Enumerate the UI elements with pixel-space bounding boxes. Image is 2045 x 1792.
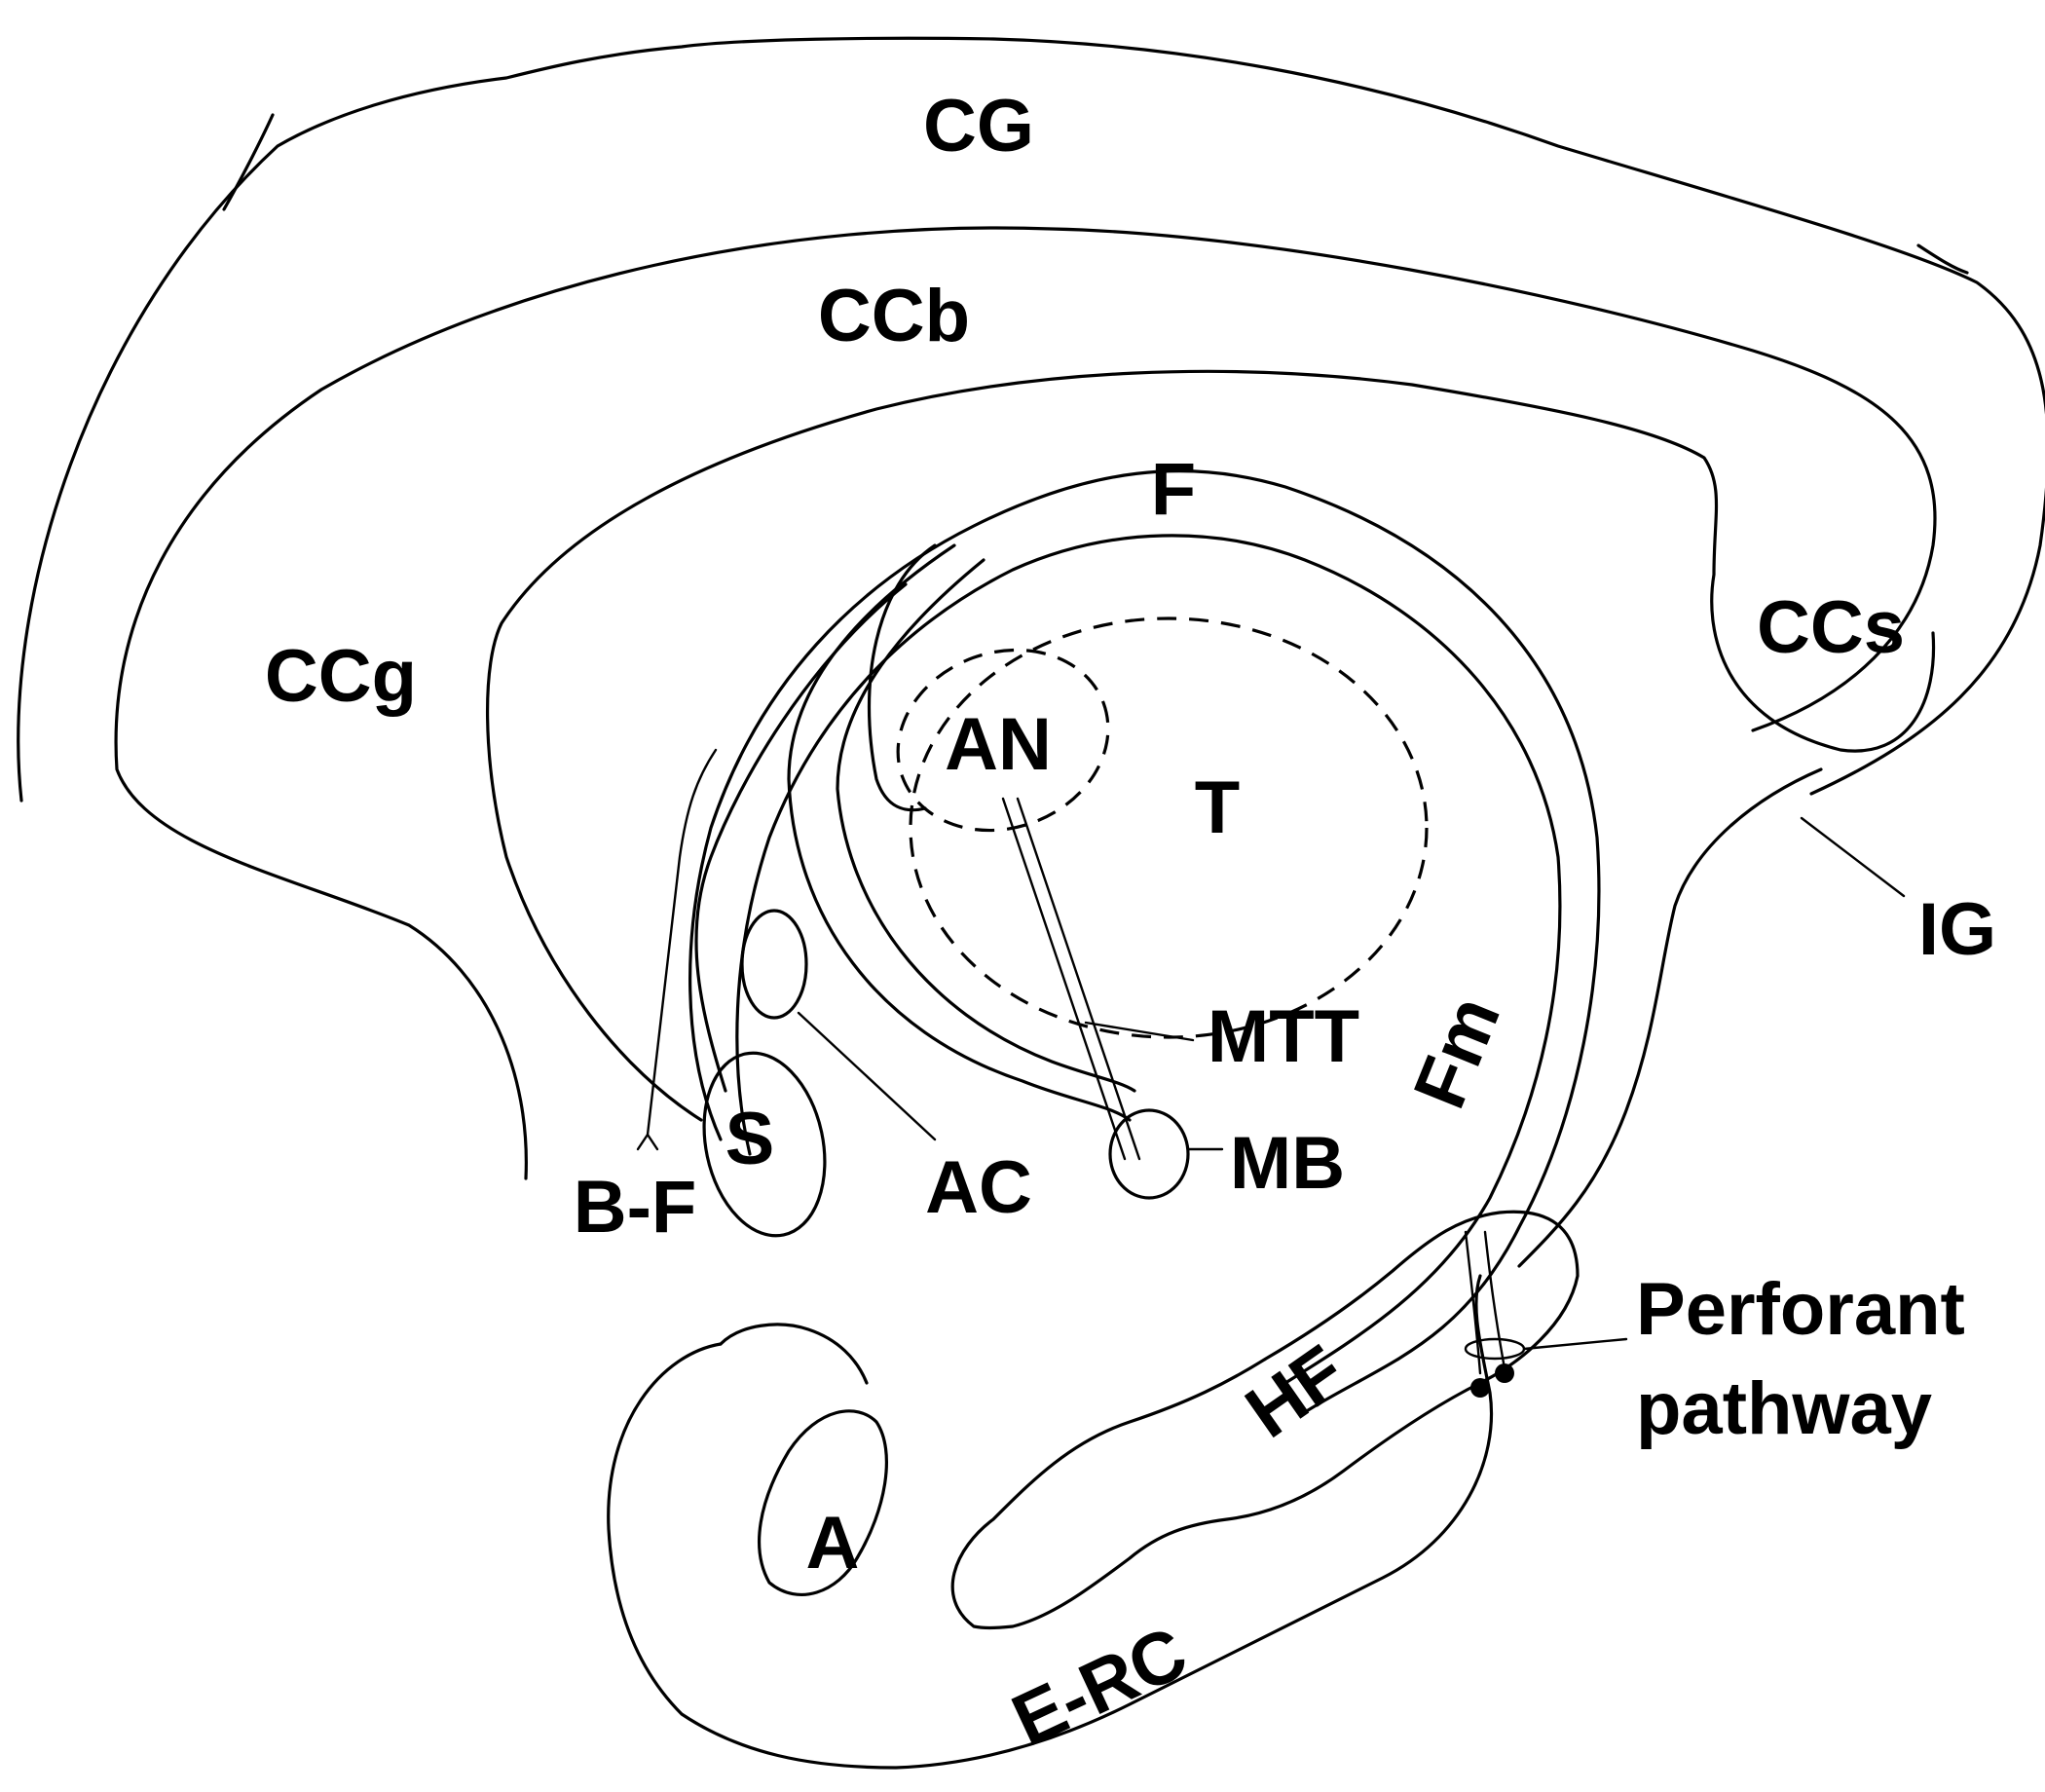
perforant-pathway-fibre-a: [1464, 1230, 1482, 1375]
ig-leader-line: [1800, 816, 1906, 898]
fornix-hook: [867, 543, 937, 812]
label-ccg: CCg: [265, 635, 417, 718]
label-mb: MB: [1230, 1122, 1345, 1205]
corpus-callosum-outer-outline: [114, 226, 1937, 1180]
basal-forebrain-fibre: [646, 748, 718, 1137]
perforant-neuron-b: [1495, 1363, 1514, 1383]
cingulate-gyrus-outline: [17, 36, 2045, 803]
temporal-lobe-outline: [607, 1274, 1494, 1770]
amygdala-outline: [758, 1409, 888, 1597]
label-fm: Fm: [1398, 986, 1517, 1120]
temporal-pole-bumps: [719, 1323, 869, 1385]
label-cg: CG: [923, 85, 1034, 168]
corpus-callosum-inner-outline: [486, 369, 1936, 1122]
perforant-pathway-loop: [1464, 1337, 1526, 1361]
label-erc: E-RC: [1000, 1611, 1199, 1763]
anterior-nucleus-outline: [896, 648, 1110, 833]
basal-forebrain-arrow: [636, 1132, 659, 1151]
anterior-commissure: [740, 909, 808, 1020]
label-perforant-line1: Perforant: [1636, 1268, 1965, 1351]
mammillary-body: [1108, 1108, 1190, 1200]
label-ac: AC: [925, 1146, 1032, 1229]
label-mtt: MTT: [1208, 995, 1359, 1078]
fornix-column-inner: [836, 558, 1136, 1093]
indusium-griseum: [1517, 767, 1823, 1268]
label-t: T: [1195, 766, 1240, 849]
perforant-leader-line: [1522, 1337, 1628, 1351]
ac-leader-line: [797, 1011, 937, 1141]
label-ccs: CCs: [1757, 586, 1905, 669]
label-perforant-line2: pathway: [1636, 1367, 1932, 1450]
cingulate-sulcus-marks: [222, 113, 1969, 275]
mtt-leader-line: [1084, 1021, 1195, 1042]
perforant-pathway-fibre-b: [1483, 1230, 1506, 1370]
thalamus-outline: [909, 616, 1429, 1039]
label-bf: B-F: [574, 1166, 697, 1249]
perforant-neuron-a: [1470, 1378, 1490, 1398]
label-ccb: CCb: [818, 275, 970, 357]
septum-outline: [702, 1051, 827, 1238]
mammillothalamic-tract: [1001, 797, 1141, 1161]
label-an: AN: [945, 703, 1052, 786]
label-f: F: [1151, 448, 1196, 531]
fornix-outer-outline: [688, 469, 1601, 1414]
hippocampal-formation-outline: [950, 1210, 1580, 1630]
septal-fibres: [694, 582, 908, 1093]
label-a: A: [806, 1502, 860, 1585]
fornix-inner-outline: [735, 534, 1562, 1385]
label-ig: IG: [1918, 888, 1996, 971]
label-s: S: [725, 1098, 775, 1180]
